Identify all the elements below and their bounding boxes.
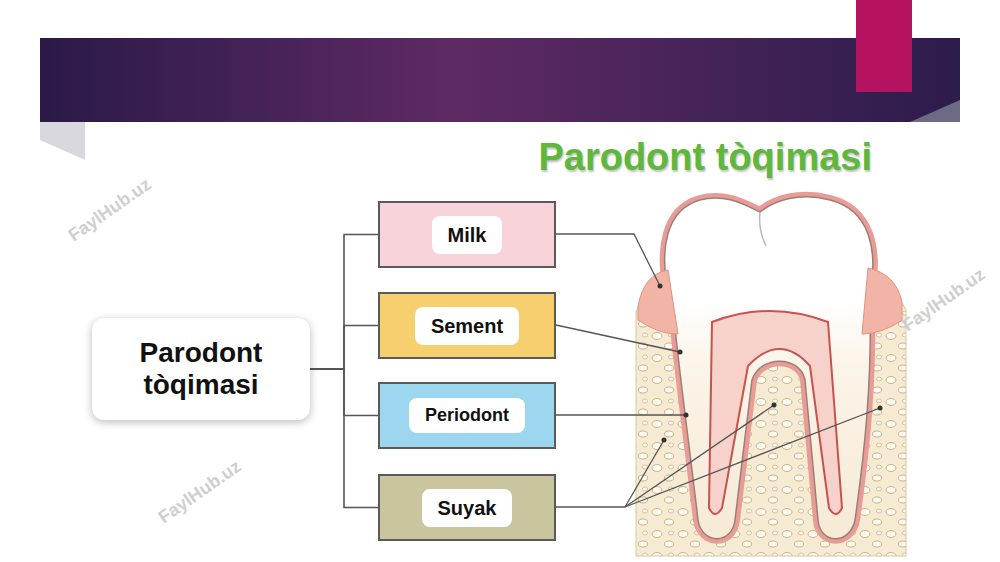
watermark: FaylHub.uz: [899, 264, 990, 336]
part-label: Suyak: [422, 489, 513, 527]
part-label: Periodont: [409, 398, 525, 434]
slide-title: Parodont tòqimasi: [538, 136, 872, 179]
bracket-connector: [310, 235, 378, 370]
watermark: FaylHub.uz: [155, 456, 246, 528]
pulp: [709, 311, 842, 514]
part-label: Milk: [432, 216, 503, 254]
bracket-connector: [310, 326, 378, 370]
panel-corner: [40, 122, 85, 160]
watermark: FaylHub.uz: [65, 174, 156, 246]
leader-line: [556, 325, 680, 352]
leader-line: [556, 414, 686, 415]
periodontal-ligament: [665, 197, 873, 539]
header-band: [40, 38, 960, 122]
accent-tab: [856, 0, 912, 92]
part-box: Sement: [378, 292, 556, 359]
part-label: Sement: [415, 307, 519, 345]
leader-line: [556, 234, 660, 286]
part-box: Milk: [378, 201, 556, 268]
root-label: Parodont tòqimasi: [106, 337, 296, 401]
part-box: Suyak: [378, 474, 556, 541]
part-box: Periodont: [378, 382, 556, 449]
cusp-groove: [760, 212, 766, 246]
leader-line: [625, 405, 774, 507]
root-box: Parodont tòqimasi: [92, 318, 310, 420]
leader-dots: [658, 284, 883, 443]
leader-line: [625, 440, 664, 507]
leader-lines: [556, 234, 880, 507]
leader-line: [625, 408, 880, 507]
band-corner: [910, 100, 960, 122]
bracket-connector: [310, 369, 378, 508]
tooth-illustration: [636, 197, 906, 556]
gum-left: [638, 270, 678, 334]
gum-right: [862, 268, 902, 334]
tooth-body: [665, 197, 873, 539]
leader-line: [556, 506, 625, 507]
